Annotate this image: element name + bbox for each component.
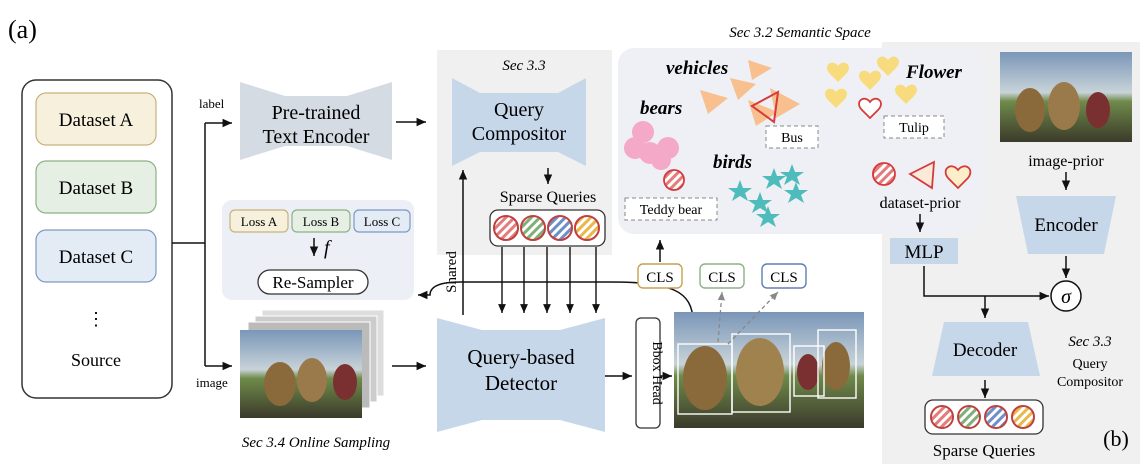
bbox-head-label: Bbox Head <box>649 341 664 404</box>
dataset-a-label: Dataset A <box>59 110 134 131</box>
query-compositor-section: Sec 3.3 <box>502 58 545 74</box>
teddy-bear-circle <box>663 169 685 191</box>
cls-label-c: CLS <box>770 270 798 286</box>
edge-label-image: image <box>196 375 228 390</box>
source-ellipsis: ⋮ <box>87 309 105 329</box>
panel-b-token-a <box>930 405 954 429</box>
query-token-d <box>574 215 600 241</box>
resampler-f: f <box>324 237 332 259</box>
image-prior-label: image-prior <box>1028 153 1104 170</box>
teddy-bear-tag: Teddy bear <box>640 203 703 218</box>
dataset-a-box <box>35 92 157 146</box>
loss-c-label: Loss C <box>364 214 400 229</box>
text-encoder-shape <box>240 82 392 160</box>
cls-box-b <box>699 263 745 289</box>
sigma-label: σ <box>1061 286 1072 308</box>
panel-a-label: (a) <box>8 15 37 44</box>
prior-triangle-top <box>908 160 936 190</box>
panel-b-token-d <box>1011 405 1035 429</box>
mlp-to-sigma-arrow <box>923 266 1049 301</box>
decoder-label: Decoder <box>953 340 1018 361</box>
detector-line1: Query-based <box>467 345 575 369</box>
prior-heart-top <box>944 165 972 190</box>
cls-box-c <box>761 263 807 289</box>
query-token-b <box>520 215 546 241</box>
bear-circles <box>624 121 679 170</box>
flower-hearts-top <box>877 56 917 104</box>
query-token-a <box>493 215 519 241</box>
query-compositor-shape <box>452 78 586 166</box>
prior-circle-top <box>872 162 896 186</box>
text-encoder-line2: Text Encoder <box>263 126 370 148</box>
bus-tag: Bus <box>781 131 803 146</box>
bears-label: bears <box>640 98 682 119</box>
panel-b-qc-line1: Query <box>1073 357 1108 372</box>
dataset-c-label: Dataset C <box>59 247 133 268</box>
image-prior-picture <box>1000 52 1132 142</box>
bus-tag-box <box>765 125 819 149</box>
bus-triangle <box>750 90 780 124</box>
sparse-queries-label: Sparse Queries <box>500 189 596 206</box>
tulip-heart <box>858 97 882 120</box>
encoder-shape <box>1016 196 1116 254</box>
cls-box-a <box>637 263 683 289</box>
text-encoder-line1: Pre-trained <box>272 102 361 124</box>
vehicles-label: vehicles <box>666 58 728 79</box>
query-compositor-line2: Compositor <box>472 123 567 145</box>
flower-label-top: Flower <box>905 62 963 83</box>
cls-label-b: CLS <box>708 270 736 286</box>
cls-label-a: CLS <box>646 270 674 286</box>
shared-label: Shared <box>444 251 460 293</box>
panel-b-label: (b) <box>1103 426 1129 451</box>
mlp-label: MLP <box>904 242 943 263</box>
bbox-head-box <box>635 317 661 429</box>
mlp-box <box>890 238 958 264</box>
tulip-tag-top: Tulip <box>899 121 929 136</box>
encoder-label: Encoder <box>1034 215 1098 236</box>
edge-label-label: label <box>199 96 225 111</box>
query-down-arrows <box>498 247 600 313</box>
resampler-label: Re-Sampler <box>272 273 354 292</box>
sigma-node <box>1050 280 1082 312</box>
panel-b-token-b <box>957 405 981 429</box>
image-stack <box>240 309 385 418</box>
resampler-box <box>257 269 369 295</box>
detection-image <box>674 312 864 428</box>
dataset-b-box <box>35 160 157 214</box>
dataset-prior-label-top: dataset-prior <box>880 195 962 212</box>
decoder-shape <box>932 322 1040 376</box>
tulip-tag-box-top <box>883 115 945 139</box>
query-token-c <box>547 215 573 241</box>
teddy-bear-tag-box <box>624 197 718 221</box>
online-sampling-caption: Sec 3.4 Online Sampling <box>242 435 391 451</box>
detector-shape <box>437 318 605 432</box>
loss-a-label: Loss A <box>241 214 278 229</box>
panel-b-qc-line2: Compositor <box>1057 375 1123 390</box>
dataset-c-box <box>35 229 157 283</box>
panel-b-token-c <box>984 405 1008 429</box>
birds-label: birds <box>713 152 752 173</box>
loss-a-box <box>229 209 289 233</box>
loss-b-box <box>291 209 351 233</box>
bird-stars <box>728 164 808 227</box>
panel-b-queries-label: Sparse Queries <box>933 441 1035 460</box>
dataset-b-label: Dataset B <box>59 178 133 199</box>
query-compositor-line1: Query <box>494 99 544 121</box>
loss-b-label: Loss B <box>303 214 340 229</box>
semantic-space-title: Sec 3.2 Semantic Space <box>729 25 871 41</box>
loss-c-box <box>353 209 411 233</box>
cls-dashed-arrows <box>717 291 779 345</box>
source-label: Source <box>71 350 121 370</box>
panel-b-section: Sec 3.3 <box>1068 334 1111 350</box>
detector-line2: Detector <box>485 371 557 395</box>
feedback-arrow <box>418 281 694 323</box>
